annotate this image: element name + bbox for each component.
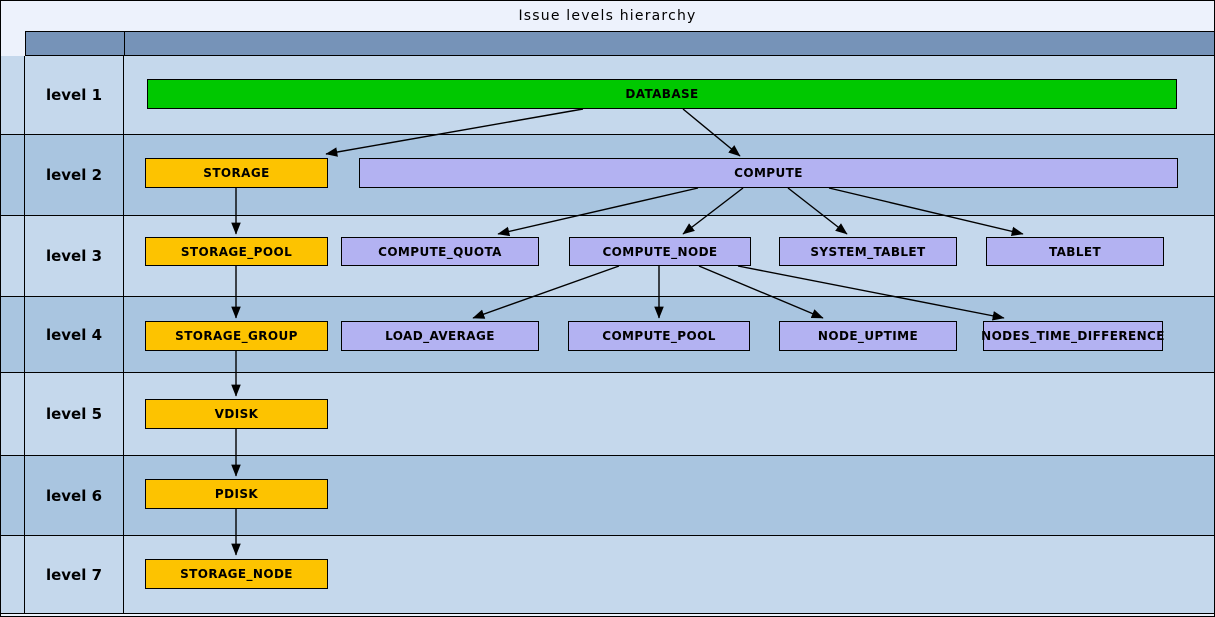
- node-nodes_time_difference: NODES_TIME_DIFFERENCE: [981, 321, 1164, 351]
- level-label: level 2: [25, 135, 124, 215]
- level-label: level 3: [25, 216, 124, 296]
- header-level-column: [26, 32, 125, 55]
- level-label: level 7: [25, 536, 124, 613]
- row-gutter: [1, 56, 25, 134]
- header-main-column: [125, 32, 1214, 55]
- node-storage_pool: STORAGE_POOL: [145, 237, 328, 266]
- node-system_tablet: SYSTEM_TABLET: [779, 237, 957, 266]
- node-database: DATABASE: [147, 79, 1177, 109]
- row-gutter: [1, 536, 25, 613]
- node-tablet: TABLET: [986, 237, 1164, 266]
- table-header-band: [25, 31, 1214, 56]
- row-gutter: [1, 297, 25, 372]
- row-gutter: [1, 135, 25, 215]
- node-compute_node: COMPUTE_NODE: [569, 237, 751, 266]
- node-compute_pool: COMPUTE_POOL: [568, 321, 750, 351]
- node-node_uptime: NODE_UPTIME: [779, 321, 957, 351]
- level-label: level 5: [25, 373, 124, 455]
- node-load_average: LOAD_AVERAGE: [341, 321, 539, 351]
- node-storage_group: STORAGE_GROUP: [145, 321, 328, 351]
- node-compute_quota: COMPUTE_QUOTA: [341, 237, 539, 266]
- node-storage: STORAGE: [145, 158, 328, 188]
- node-storage_node: STORAGE_NODE: [145, 559, 328, 589]
- row-gutter: [1, 373, 25, 455]
- node-pdisk: PDISK: [145, 479, 328, 509]
- row-gutter: [1, 456, 25, 535]
- row-gutter: [1, 216, 25, 296]
- node-compute: COMPUTE: [359, 158, 1178, 188]
- level-label: level 6: [25, 456, 124, 535]
- level-label: level 1: [25, 56, 124, 134]
- node-vdisk: VDISK: [145, 399, 328, 429]
- level-label: level 4: [25, 297, 124, 372]
- diagram-title: Issue levels hierarchy: [518, 8, 697, 24]
